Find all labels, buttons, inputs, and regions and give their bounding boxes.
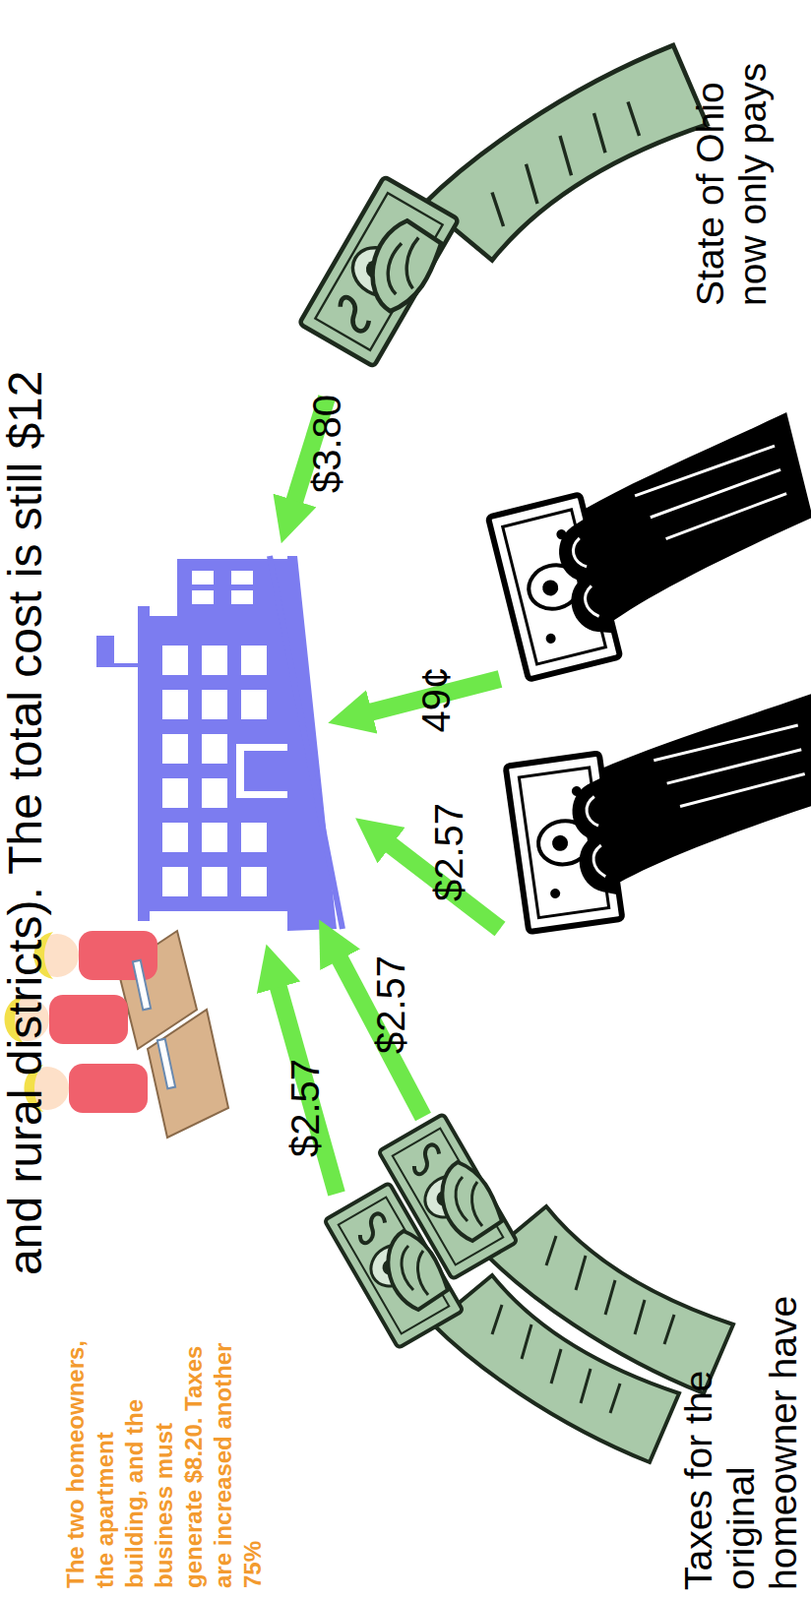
note-text: The two homeowners, the apartment buildi… [61, 1337, 268, 1589]
green-hands-left [324, 1114, 734, 1463]
money-arrows [273, 397, 500, 1194]
slide-title: and rural districts). The total cost is … [0, 371, 53, 1276]
green-hand-right [299, 45, 707, 368]
flow-arrow [273, 970, 337, 1194]
amount-label: $2.57 [427, 803, 472, 902]
flow-arrow [331, 943, 424, 1118]
caption-text: State of Ohio now only pays [688, 0, 774, 307]
amount-label: $2.57 [369, 955, 414, 1055]
amount-label: $3.80 [305, 394, 350, 494]
school-building [96, 556, 343, 932]
caption-text: Taxes for the original homeowner have [677, 1255, 805, 1591]
amount-label: 49¢ [414, 667, 459, 734]
amount-label: $2.57 [283, 1059, 328, 1158]
black-hands [481, 412, 811, 933]
